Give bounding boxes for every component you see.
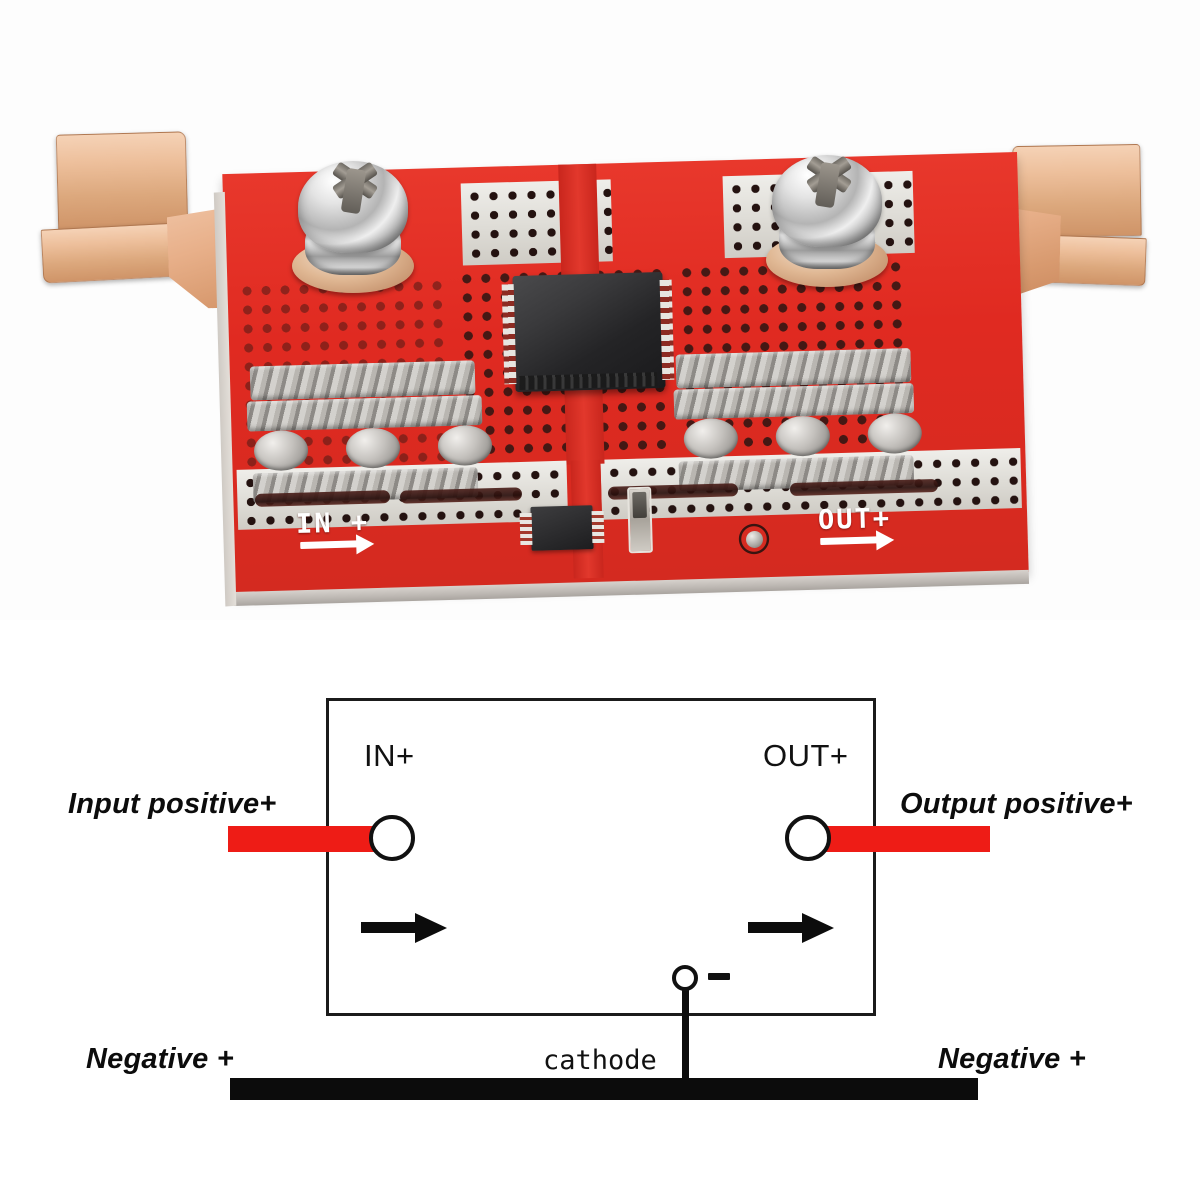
negative-terminal-node [672, 965, 698, 991]
soic-driver-ic [519, 505, 605, 551]
mosfet-pins-left [501, 284, 517, 385]
solder-blob [867, 412, 923, 455]
output-positive-label: Output positive+ [900, 788, 1133, 820]
arrow-head [802, 913, 834, 943]
test-point-pad [736, 521, 772, 557]
diagram-body-outline [326, 698, 876, 1016]
diagram-out-label: OUT+ [763, 738, 849, 773]
negative-right-label: Negative + [938, 1043, 1086, 1075]
cathode-label: cathode [543, 1045, 657, 1076]
smd-component [627, 486, 653, 554]
product-photo: IN + OUT+ [40, 131, 1147, 607]
left-terminal-screw [288, 161, 418, 296]
diagram-in-label: IN+ [364, 738, 415, 773]
soic-pins-left [519, 512, 533, 546]
input-positive-wire [228, 826, 396, 852]
left-copper-lug-tab [55, 131, 189, 231]
arrow-shaft [361, 922, 423, 933]
pcb-left-edge [213, 191, 237, 607]
arrow-shaft [748, 922, 810, 933]
negative-left-label: Negative + [86, 1043, 234, 1075]
soic-pins-right [591, 510, 605, 544]
out-terminal-node [785, 815, 831, 861]
left-screw-head [298, 161, 408, 253]
pcb-assembly: IN + OUT+ [40, 131, 1147, 607]
arrow-head [415, 913, 447, 943]
output-positive-wire [812, 826, 990, 852]
input-positive-label: Input positive+ [68, 788, 277, 820]
smd-component-core [632, 491, 647, 519]
pcb-bottom-edge [233, 569, 1030, 607]
negative-bus-bar [230, 1078, 978, 1100]
wiring-diagram: IN+ Input positive+ OUT+ Output positive… [0, 620, 1200, 1200]
cathode-wire-stem [682, 986, 689, 1088]
right-terminal-screw [762, 155, 892, 290]
in-terminal-node [369, 815, 415, 861]
left-copper-lug-foot [40, 222, 184, 284]
power-mosfet-chip [501, 271, 675, 393]
right-screw-head [772, 155, 882, 247]
minus-sign [708, 973, 730, 980]
solder-rail-right-upper [675, 348, 912, 389]
solder-rail-left-upper [249, 360, 476, 401]
mosfet-bottom-lip [519, 372, 658, 390]
